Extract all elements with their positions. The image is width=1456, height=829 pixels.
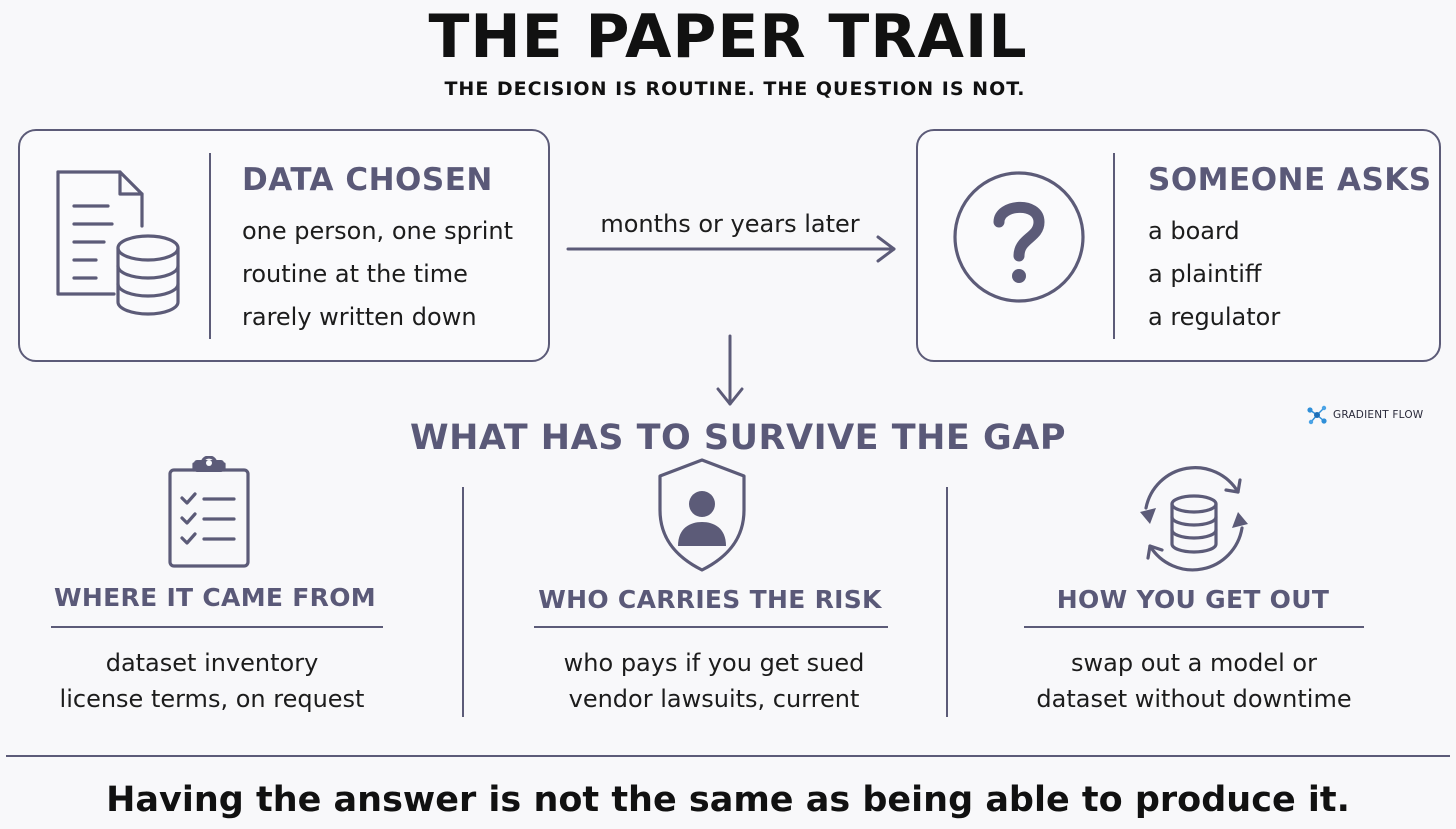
database-cycle-icon	[1140, 466, 1248, 572]
question-mark-icon	[953, 171, 1085, 303]
card-divider	[1113, 153, 1115, 339]
footer-tagline: Having the answer is not the same as bei…	[106, 780, 1350, 820]
page-subtitle: THE DECISION IS ROUTINE. THE QUESTION IS…	[444, 78, 1026, 100]
brand-logo: GRADIENT FLOW	[1306, 404, 1423, 426]
brand-name: GRADIENT FLOW	[1333, 409, 1424, 421]
gradient-flow-logo-icon	[1307, 405, 1327, 425]
section-title: WHAT HAS TO SURVIVE THE GAP	[409, 418, 1066, 458]
data-chosen-line: rarely written down	[242, 303, 477, 331]
page-title: THE PAPER TRAIL	[428, 2, 1028, 72]
arrow-down-icon	[716, 334, 744, 406]
column-line: vendor lawsuits, current	[568, 685, 860, 713]
data-chosen-line: routine at the time	[242, 260, 468, 288]
column-line: who pays if you get sued	[563, 649, 865, 677]
someone-asks-line: a regulator	[1148, 303, 1281, 331]
data-chosen-heading: DATA CHOSEN	[242, 162, 493, 198]
column-line: license terms, on request	[59, 685, 365, 713]
column-rule	[51, 626, 383, 628]
someone-asks-card	[916, 129, 1441, 362]
shield-person-icon	[658, 458, 746, 572]
arrow-right-icon	[566, 235, 896, 263]
column-divider	[946, 487, 948, 717]
data-chosen-line: one person, one sprint	[242, 217, 513, 245]
column-line: dataset inventory	[105, 649, 319, 677]
footer-rule	[6, 755, 1450, 757]
column-rule	[1024, 626, 1364, 628]
card-divider	[209, 153, 211, 339]
column-line: dataset without downtime	[1036, 685, 1352, 713]
document-database-icon	[56, 170, 180, 316]
data-chosen-card	[18, 129, 550, 362]
column-line: swap out a model or	[1071, 649, 1317, 677]
arrow-label: months or years later	[600, 210, 860, 238]
column-heading: WHERE IT CAME FROM	[54, 583, 376, 612]
column-heading: WHO CARRIES THE RISK	[538, 585, 882, 614]
column-divider	[462, 487, 464, 717]
column-rule	[534, 626, 888, 628]
clipboard-checklist-icon	[168, 456, 250, 568]
column-heading: HOW YOU GET OUT	[1056, 585, 1330, 614]
someone-asks-line: a board	[1148, 217, 1240, 245]
someone-asks-heading: SOMEONE ASKS	[1148, 162, 1432, 198]
someone-asks-line: a plaintiff	[1148, 260, 1262, 288]
